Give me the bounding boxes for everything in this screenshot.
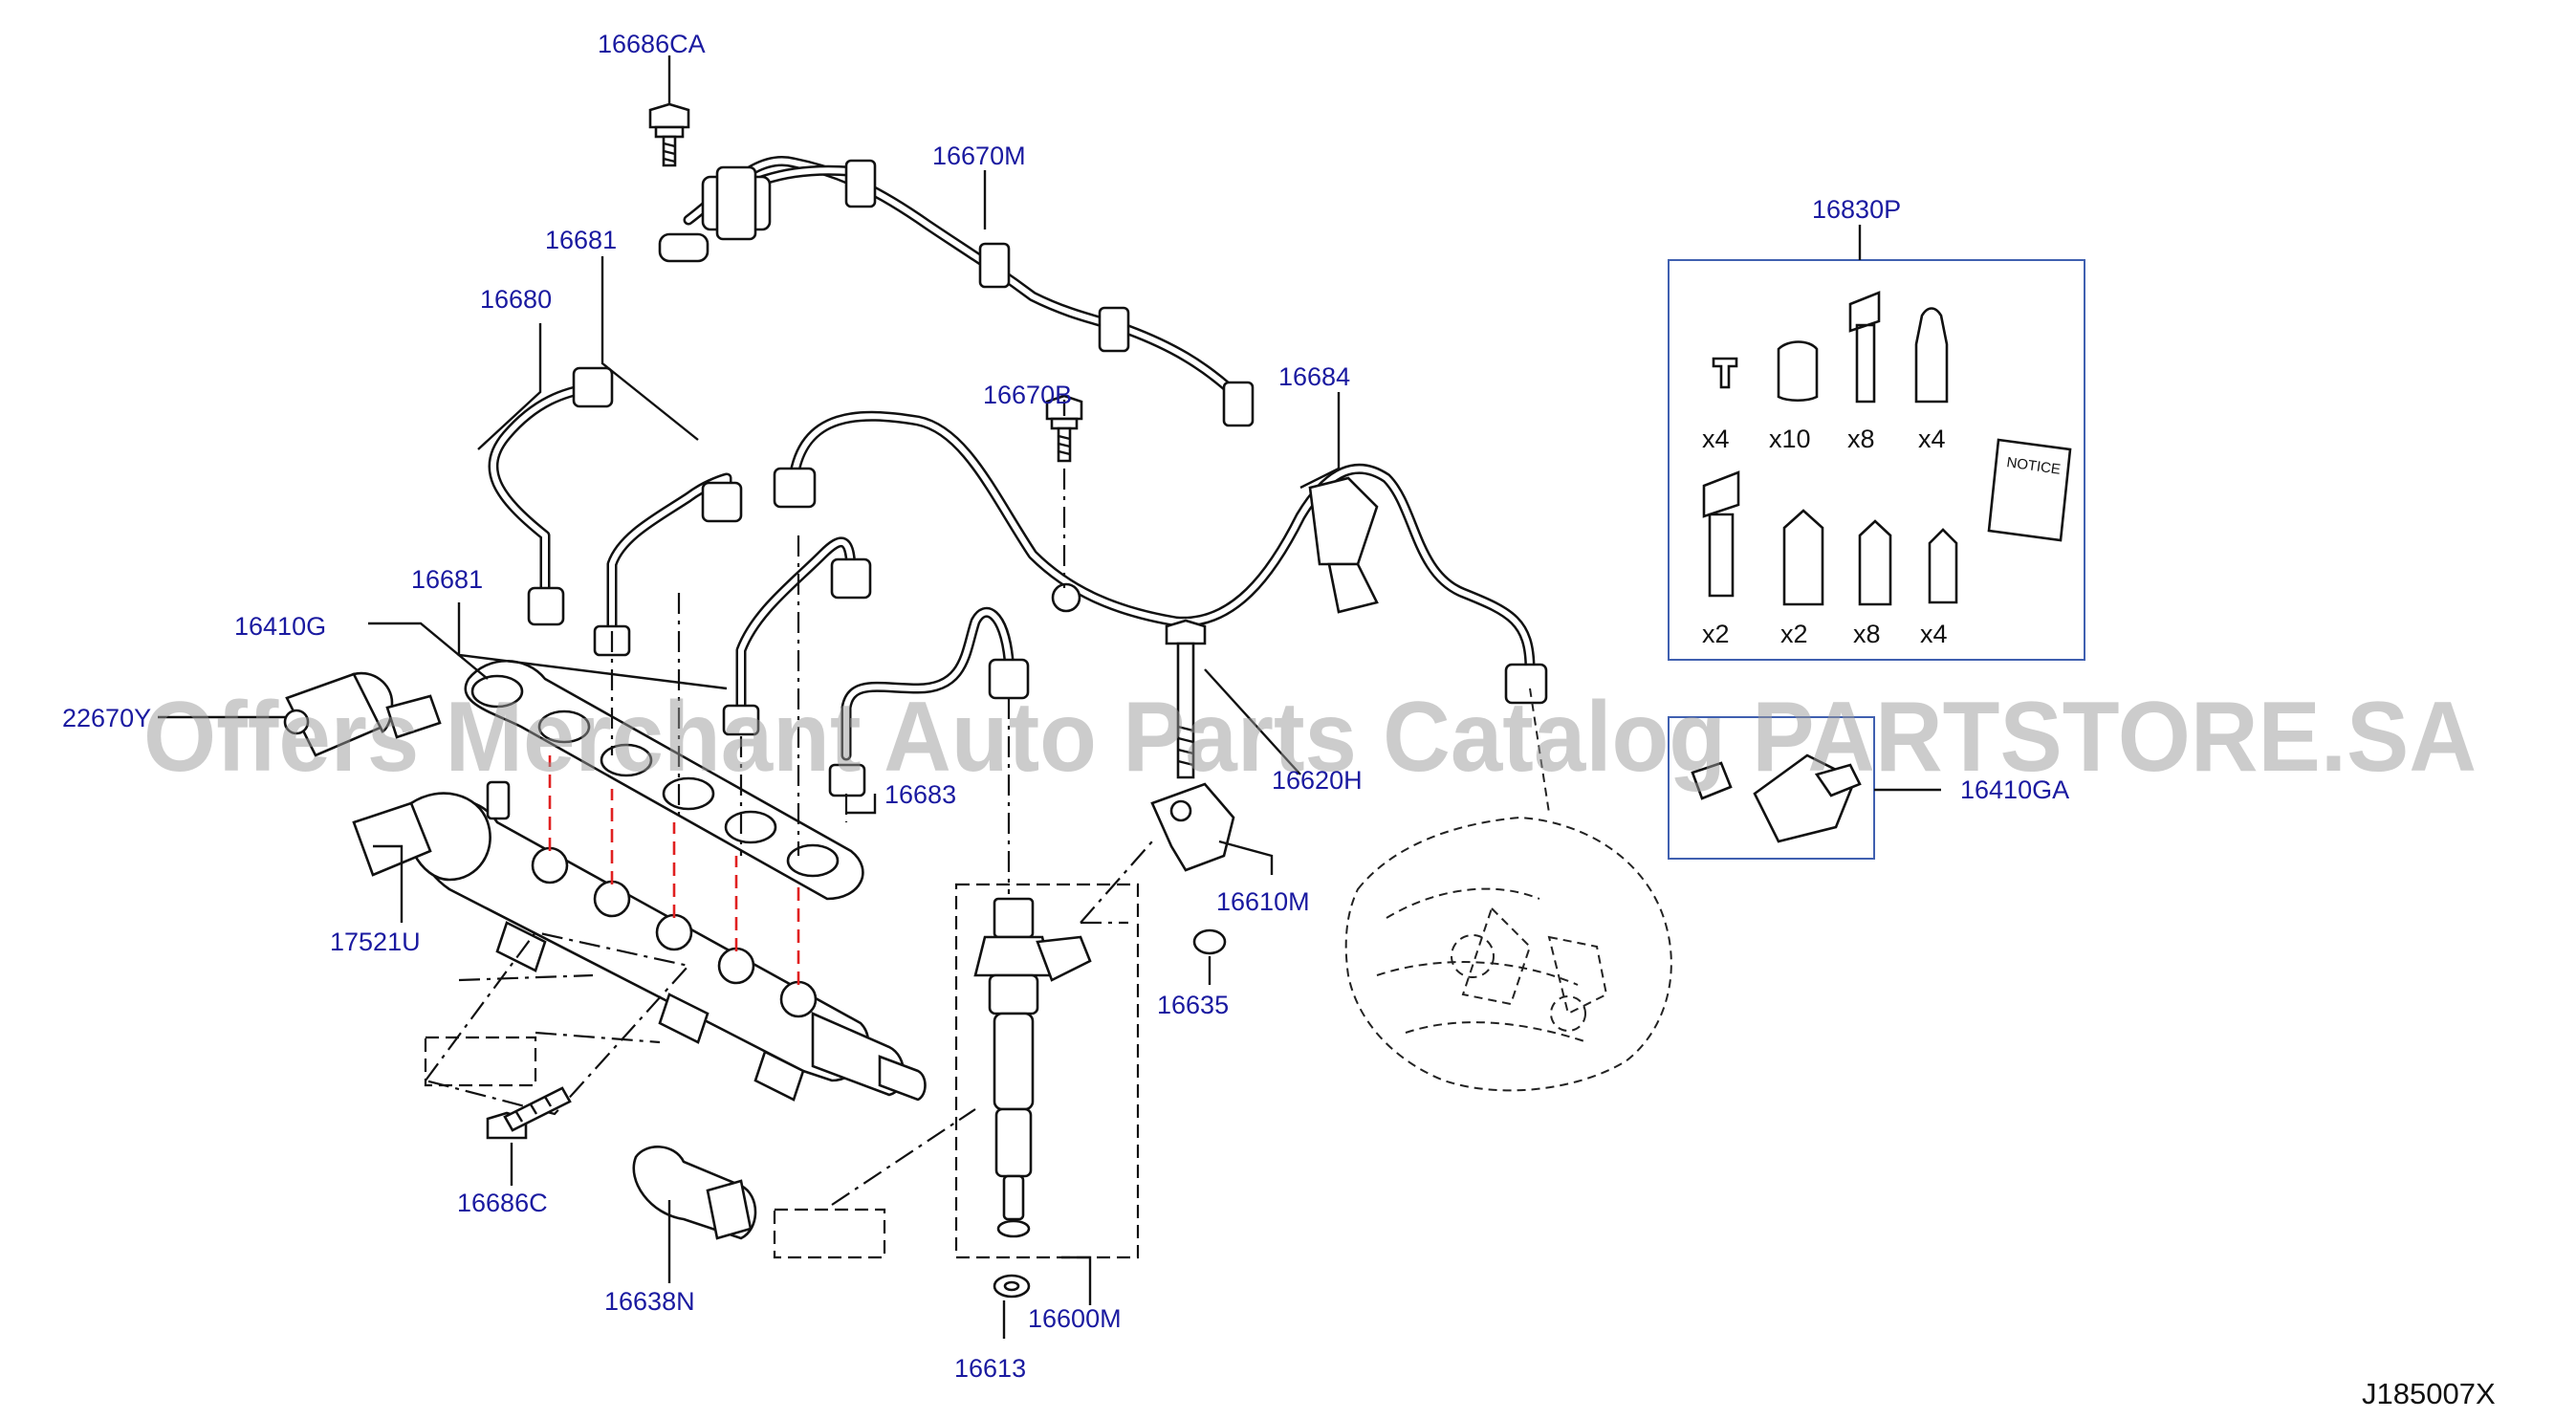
leader-lines bbox=[158, 55, 1941, 1339]
qty-top-4: x4 bbox=[1918, 425, 1946, 453]
label-16680[interactable]: 16680 bbox=[480, 285, 552, 314]
label-16670b[interactable]: 16670B bbox=[983, 381, 1072, 409]
injection-tube-16684[interactable] bbox=[773, 410, 1548, 705]
label-16830p[interactable]: 16830P bbox=[1812, 195, 1901, 224]
label-17521u[interactable]: 17521U bbox=[330, 928, 421, 956]
label-16638n[interactable]: 16638N bbox=[604, 1287, 695, 1316]
seal-16635[interactable] bbox=[1192, 928, 1227, 955]
qty-bottom-3: x8 bbox=[1853, 620, 1881, 648]
label-16613[interactable]: 16613 bbox=[954, 1354, 1026, 1383]
label-16670m[interactable]: 16670M bbox=[932, 142, 1026, 170]
label-16686ca[interactable]: 16686CA bbox=[598, 30, 706, 58]
watermark: Offers Merchant Auto Parts Catalog PARTS… bbox=[143, 682, 2477, 793]
injection-tube-16681-lower[interactable] bbox=[722, 536, 872, 736]
label-16600m[interactable]: 16600M bbox=[1028, 1304, 1122, 1333]
washer-16613[interactable] bbox=[993, 1274, 1031, 1299]
label-16683[interactable]: 16683 bbox=[884, 780, 956, 809]
kit-items-top bbox=[1712, 291, 1949, 404]
assembly-guide-lines-red bbox=[548, 755, 800, 985]
rail-pressure-sensor-22670y[interactable] bbox=[283, 671, 442, 757]
sensor-16638n[interactable] bbox=[632, 1146, 757, 1240]
qty-top-3: x8 bbox=[1847, 425, 1875, 453]
label-22670y[interactable]: 22670Y bbox=[62, 704, 151, 732]
label-16635[interactable]: 16635 bbox=[1157, 991, 1229, 1019]
label-16681-b[interactable]: 16681 bbox=[411, 565, 483, 594]
injection-pump bbox=[1344, 688, 1672, 1092]
qty-top-1: x4 bbox=[1702, 425, 1730, 453]
injector-clamp-16610m[interactable] bbox=[1150, 782, 1235, 872]
injection-tube-16683[interactable] bbox=[828, 606, 1030, 797]
label-16686c[interactable]: 16686C bbox=[457, 1189, 548, 1217]
notice-sheet bbox=[1987, 438, 2072, 542]
kit-items-bottom bbox=[1702, 470, 1958, 606]
qty-bottom-4: x4 bbox=[1920, 620, 1948, 648]
label-16410g[interactable]: 16410G bbox=[234, 612, 326, 641]
label-16681-a[interactable]: 16681 bbox=[545, 226, 617, 254]
injection-tube-16681-upper[interactable] bbox=[593, 472, 743, 657]
label-16610m[interactable]: 16610M bbox=[1216, 887, 1310, 916]
label-16620h[interactable]: 16620H bbox=[1272, 766, 1363, 795]
diagram-code: J185007X bbox=[2362, 1377, 2496, 1410]
qty-bottom-2: x2 bbox=[1780, 620, 1808, 648]
bolt-16686ca[interactable] bbox=[648, 102, 690, 167]
label-16684[interactable]: 16684 bbox=[1278, 362, 1350, 391]
injection-tube-16680[interactable] bbox=[488, 366, 614, 626]
leak-off-hose-assembly[interactable] bbox=[658, 156, 1255, 427]
repair-kit-16830p[interactable] bbox=[1668, 259, 2085, 661]
qty-bottom-1: x2 bbox=[1702, 620, 1730, 648]
bolt-16686c[interactable] bbox=[486, 1086, 572, 1140]
bolt-16620h[interactable] bbox=[1165, 619, 1207, 779]
label-16410ga[interactable]: 16410GA bbox=[1960, 775, 2069, 804]
common-rail-17521u[interactable] bbox=[352, 780, 927, 1102]
injector-16600m[interactable] bbox=[954, 883, 1140, 1259]
gasket-kit-16410ga[interactable] bbox=[1668, 716, 1875, 860]
assembly-guide-lines bbox=[424, 469, 1153, 1259]
qty-top-2: x10 bbox=[1769, 425, 1811, 453]
